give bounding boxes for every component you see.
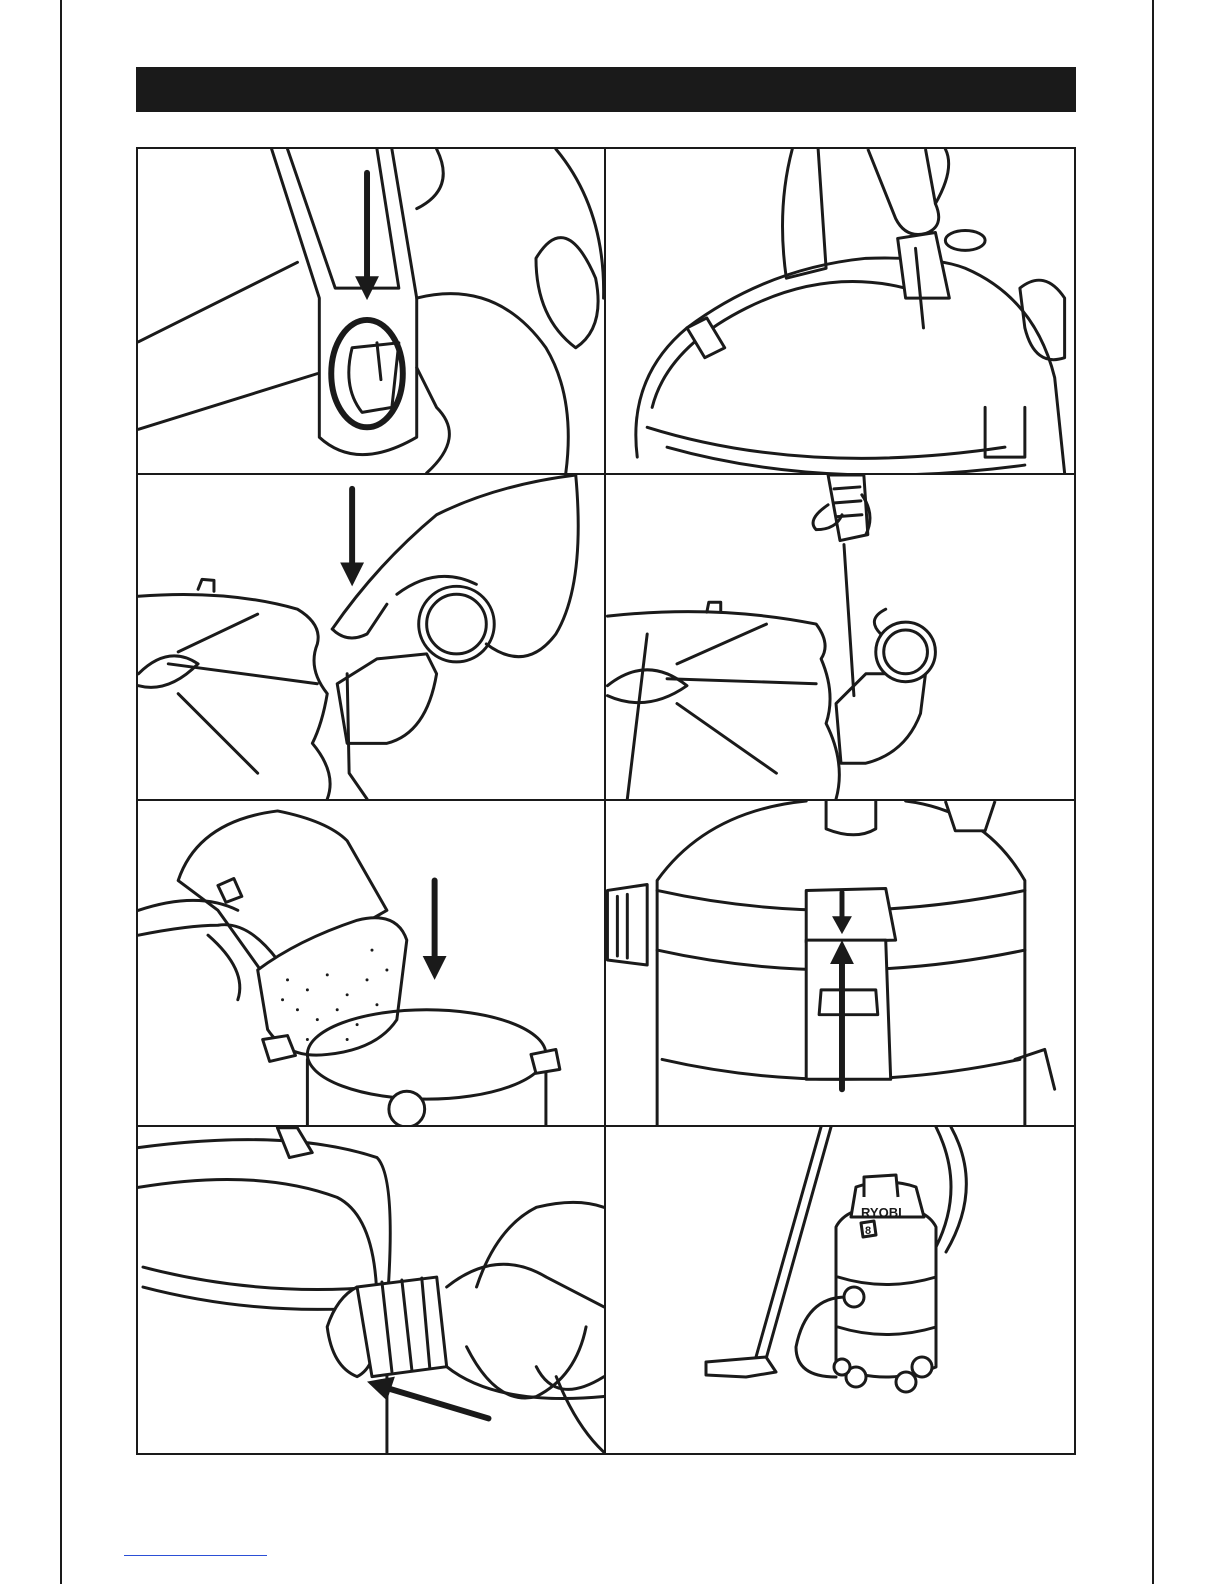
attach-hose-illustration xyxy=(138,1127,604,1453)
screwdriver-icon xyxy=(828,475,868,696)
down-arrow-icon xyxy=(355,173,379,300)
screwdriver-caster-illustration xyxy=(606,475,1074,799)
lift-powerhead-illustration xyxy=(606,149,1074,473)
assembled-vacuum-illustration: RYOBI 8 xyxy=(606,1127,1074,1453)
page-border-right xyxy=(1152,0,1154,1584)
caster-wheel-icon xyxy=(419,586,495,662)
carry-handle-icon xyxy=(864,1175,898,1197)
panel-press-caster-latch xyxy=(138,475,606,801)
panel-assembled-vacuum: RYOBI 8 xyxy=(606,1127,1074,1453)
latch-handle-illustration xyxy=(138,149,604,473)
panel-attach-hose-to-inlet xyxy=(138,1127,606,1453)
panel-lift-powerhead-by-handle xyxy=(606,149,1074,475)
latch-icon xyxy=(806,888,895,942)
brand-label: RYOBI xyxy=(861,1205,902,1220)
latch-powerhead-illustration xyxy=(606,801,1074,1125)
floor-nozzle-icon xyxy=(706,1357,776,1377)
panel-latch-powerhead-to-drum xyxy=(606,801,1074,1127)
hand-icon xyxy=(868,149,939,234)
illustration-grid: RYOBI 8 xyxy=(136,147,1076,1455)
down-arrow-icon xyxy=(340,489,364,586)
panel-insert-filter-into-drum xyxy=(138,801,606,1127)
drum-opening xyxy=(307,1010,546,1099)
model-badge: 8 xyxy=(865,1225,871,1237)
insert-filter-illustration xyxy=(138,801,604,1125)
page-border-left xyxy=(60,0,62,1584)
switch-icon xyxy=(277,1128,312,1158)
panel-screwdriver-caster xyxy=(606,475,1074,801)
down-arrow-icon xyxy=(423,881,447,980)
panel-release-latch-handle xyxy=(138,149,606,475)
footer-link-underline xyxy=(124,1555,267,1556)
header-bar xyxy=(136,67,1076,112)
caster-latch-illustration xyxy=(138,475,604,799)
